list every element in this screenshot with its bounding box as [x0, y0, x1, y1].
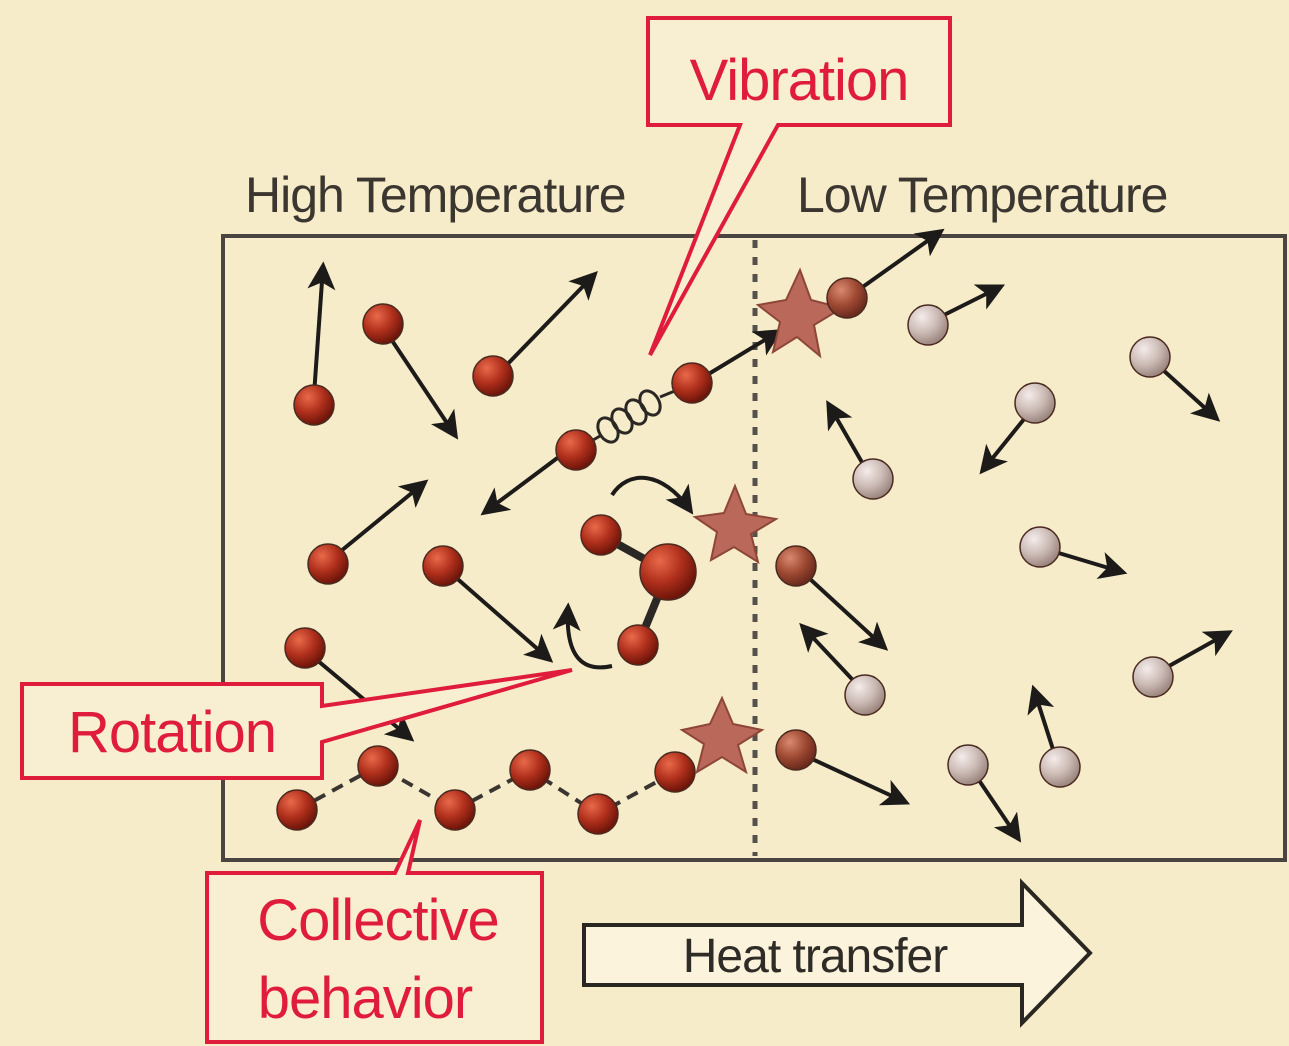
- motion-arrow: [383, 328, 459, 440]
- rotation-callout: Rotation: [20, 668, 573, 780]
- cold-particle: [1019, 526, 1061, 568]
- hot-particle: [472, 355, 514, 397]
- hot-particle: [654, 751, 696, 793]
- warming-particle: [775, 545, 817, 587]
- hot-particle: [509, 749, 551, 791]
- motion-arrow: [307, 261, 336, 396]
- cold-particle: [1039, 746, 1081, 788]
- motion-arrow: [328, 479, 429, 562]
- motion-arrows: [303, 228, 1233, 843]
- cold-particle: [1129, 336, 1171, 378]
- hot-particle: [617, 624, 659, 666]
- motion-arrow: [796, 566, 889, 651]
- heat-transfer-label: Heat transfer: [683, 930, 948, 983]
- hot-particle: [422, 545, 464, 587]
- hot-particle: [293, 384, 335, 426]
- cold-particle: [1132, 656, 1174, 698]
- high-temperature-label: High Temperature: [245, 167, 626, 223]
- cold-particle: [1014, 382, 1056, 424]
- collective-label-line2: behavior: [258, 966, 473, 1031]
- container-box: [221, 234, 1287, 862]
- cold-particle: [852, 458, 894, 500]
- motion-arrow: [494, 270, 598, 378]
- motion-arrow: [796, 750, 911, 806]
- warming-particle: [826, 277, 868, 319]
- hot-particle: [276, 789, 318, 831]
- collision-star-icon: [692, 483, 779, 565]
- collective-chain: [296, 763, 676, 817]
- rotation-arrow: [610, 475, 694, 515]
- hot-particle: [284, 627, 326, 669]
- hot-particle: [577, 793, 619, 835]
- rotation-label: Rotation: [68, 700, 276, 765]
- collective-label-line1: Collective: [257, 888, 498, 953]
- hot-particle: [580, 514, 622, 556]
- hot-particle: [307, 543, 349, 585]
- hot-particle: [639, 543, 697, 601]
- heat-transfer-arrow: Heat transfer: [582, 878, 1093, 1028]
- particles: [276, 277, 1174, 835]
- collective-behavior-callout: Collective behavior: [205, 819, 544, 1044]
- motion-arrow: [848, 228, 945, 298]
- vibration-label: Vibration: [690, 48, 909, 113]
- hot-particle: [434, 789, 476, 831]
- cold-particle: [947, 744, 989, 786]
- cold-particle: [907, 304, 949, 346]
- cold-particle: [844, 674, 886, 716]
- motion-arrow: [480, 454, 562, 516]
- hot-particle: [357, 745, 399, 787]
- hot-particle: [671, 362, 713, 404]
- hot-particle: [555, 429, 597, 471]
- motion-arrow: [443, 566, 554, 663]
- collision-star-icon: [679, 695, 765, 775]
- collision-star-icon: [755, 267, 845, 359]
- warming-particle: [775, 729, 817, 771]
- rotation-arrow: [552, 602, 613, 670]
- motion-arrow: [700, 329, 783, 380]
- hot-particle: [362, 303, 404, 345]
- collision-stars: [679, 267, 845, 775]
- low-temperature-label: Low Temperature: [797, 167, 1167, 223]
- vibration-callout: Vibration: [646, 16, 952, 356]
